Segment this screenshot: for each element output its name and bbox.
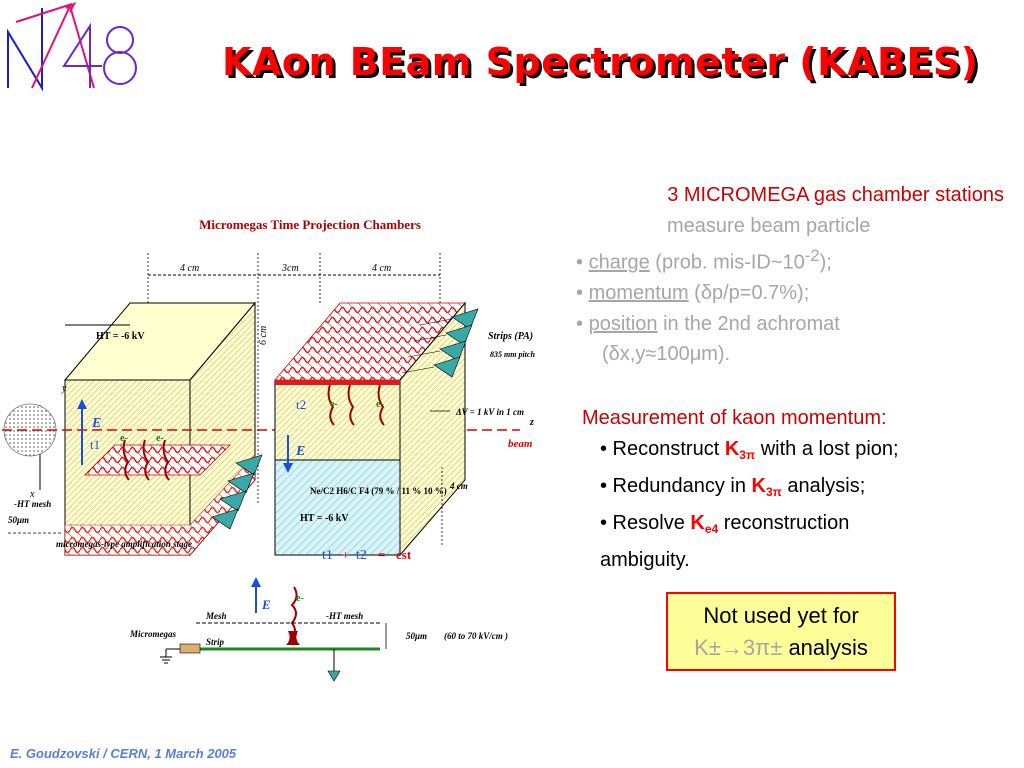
dim-6cm: 6 cm (258, 326, 269, 345)
item-post: reconstruction (718, 512, 850, 534)
stations-item-momentum: • momentum (δp/p=0.7%); (568, 278, 1020, 309)
item-pre: • Redundancy in (600, 475, 752, 497)
ht-mesh-label: -HT mesh (14, 499, 51, 509)
ht-top-label: HT = -6 kV (96, 331, 145, 342)
not-used-line1: Not used yet for (703, 603, 859, 628)
not-used-tail: analysis (782, 635, 868, 660)
position-rest: in the 2nd achromat (657, 312, 840, 335)
page-title: KAon BEam Spectrometer (KABES) (222, 40, 979, 84)
item-post: analysis; (781, 475, 866, 497)
beam-label: beam (508, 438, 533, 450)
amp-stage-label: micromegas-type amplification stage (56, 539, 192, 549)
lower-electron: e- (296, 593, 304, 604)
charge-rest: (prob. mis-ID~10 (649, 251, 805, 274)
t2-label: t2 (296, 397, 306, 412)
item-pre: • Resolve (600, 512, 691, 534)
bullet: • (576, 282, 584, 305)
strip-label: Strip (206, 637, 225, 647)
not-used-callout: Not used yet for K±→3π± analysis (666, 592, 896, 671)
k-letter: K (751, 475, 766, 497)
pitch-label: 835 mm pitch (490, 350, 535, 359)
not-used-expr: K±→3π± (694, 635, 783, 660)
momentum-heading: Measurement of kaon momentum: (582, 407, 887, 429)
sum-cst: cst (396, 547, 412, 562)
dim-4cm-right: 4 cm (372, 263, 391, 274)
y-axis-label: y (61, 383, 67, 394)
momentum-item-cont: ambiguity. (600, 549, 690, 571)
x-axis-label: x (29, 489, 35, 500)
stations-subheading: measure beam particle (667, 214, 871, 237)
gas-label: Ne/C2 H6/C F4 (79 % / 11 % 10 %) (310, 486, 447, 496)
micromegas-diagram: Micromegas Time Projection Chambers 4 cm… (2, 217, 535, 682)
gap-field-label: (60 to 70 kV/cm ) (444, 631, 508, 641)
sum-plus: + (342, 547, 349, 562)
um50-label: 50μm (8, 515, 29, 525)
momentum-rest: (δp/p=0.7%); (688, 282, 810, 305)
strips-label: Strips (PA) (488, 331, 533, 342)
electron-left-1: e- (120, 433, 128, 444)
electron-right-1: e- (330, 399, 338, 410)
k-sub: e4 (704, 522, 719, 536)
momentum-item-redundancy: • Redundancy in K3π analysis; (582, 471, 1022, 508)
charge-tail: ); (819, 251, 832, 274)
item-pre: • Reconstruct (600, 438, 725, 460)
z-axis-label: z (529, 417, 534, 428)
dim-4cm-small: 4 cm (449, 481, 468, 491)
dim-3cm: 3cm (281, 263, 299, 274)
sum-t2: t2 (356, 548, 367, 563)
t1-label: t1 (90, 437, 100, 452)
k-letter: K (690, 512, 705, 534)
footer-credit: E. Goudzovski / CERN, 1 March 2005 (10, 746, 237, 761)
lower-e-field: E (261, 597, 271, 612)
electron-right-2: e- (376, 399, 384, 410)
stations-item-position: • position in the 2nd achromat (568, 309, 1020, 340)
dim-4cm-left: 4 cm (180, 263, 199, 274)
k-sub: 3π (766, 485, 782, 499)
delta-v-label: ΔV = 1 kV in 1 cm (455, 407, 524, 417)
stations-item-charge: • charge (prob. mis-ID~10-2); (568, 241, 1020, 278)
micromegas-figure: Micromegas Time Projection Chambers 4 cm… (0, 205, 570, 685)
stations-position-cont: (δx,y≈100μm). (602, 343, 731, 366)
e-field-right: E (295, 444, 305, 459)
kaon-symbol: K3π (751, 475, 782, 499)
k-sub: 3π (739, 448, 756, 462)
electron-left-2: e- (156, 433, 164, 444)
sum-t1: t1 (322, 548, 333, 563)
momentum-block: Measurement of kaon momentum: • Reconstr… (582, 403, 1022, 576)
na48-logo-graphic (7, 1, 137, 92)
not-used-line2: K±→3π± analysis (668, 632, 894, 664)
k-letter: K (724, 438, 740, 460)
sum-eq: = (378, 547, 385, 562)
kaon-symbol: K3π (724, 438, 756, 462)
charge-key: charge (588, 251, 650, 274)
figure-title: Micromegas Time Projection Chambers (199, 217, 421, 232)
ht-bottom-label: HT = -6 kV (300, 513, 349, 524)
na48-logo (2, 1, 142, 92)
mesh-label: Mesh (205, 611, 227, 621)
kaon-symbol: Ke4 (690, 512, 719, 536)
item-post: with a lost pion; (755, 438, 899, 460)
charge-sup: -2 (804, 246, 820, 265)
e-field-left: E (91, 416, 101, 431)
gap-label: 50μm (406, 631, 427, 641)
bullet: • (576, 312, 584, 335)
momentum-item-resolve: • Resolve Ke4 reconstruction (582, 508, 1022, 545)
stations-heading: 3 MICROMEGA gas chamber stations (667, 184, 1004, 206)
position-key: position (588, 312, 658, 335)
bullet: • (576, 251, 584, 274)
stations-block: 3 MICROMEGA gas chamber stations measure… (568, 180, 1020, 370)
momentum-key: momentum (588, 282, 689, 305)
lower-ht-mesh-label: -HT mesh (326, 611, 363, 621)
momentum-item-reconstruct: • Reconstruct K3π with a lost pion; (582, 434, 1022, 471)
micromegas-label: Micromegas (129, 629, 176, 639)
